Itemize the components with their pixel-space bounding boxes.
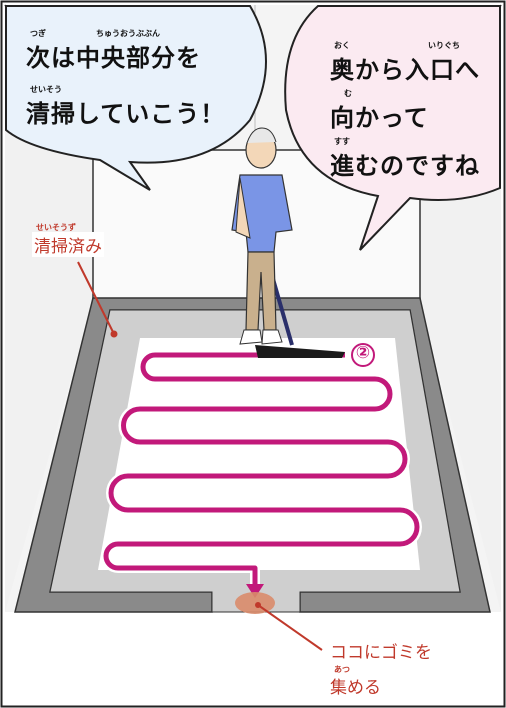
speech-left-line2: 清掃していこう！ xyxy=(26,100,226,128)
ruby-iriguchi: いりぐち xyxy=(428,41,460,50)
label-gather-line2: 集める xyxy=(330,678,381,698)
leader-gather xyxy=(257,604,323,651)
ruby-chuoububun: ちゅうおうぶぶん xyxy=(96,29,160,38)
speech-bubble-left xyxy=(5,5,267,191)
speech-right-line1: 奥から入口へ xyxy=(330,56,480,84)
speech-bubble-right xyxy=(284,5,501,251)
speech-right-line2: 向かって xyxy=(330,104,429,132)
label-cleaned: 清掃済み xyxy=(32,232,104,257)
dust-spot-icon xyxy=(235,592,275,614)
arrow-down-icon xyxy=(246,584,264,598)
ruby-seisou: せいそう xyxy=(30,85,62,94)
ruby-tsugi: つぎ xyxy=(30,29,46,38)
janitor-figure-icon xyxy=(231,127,345,358)
speech-right-line3: 進むのですね xyxy=(330,152,480,180)
step-marker-bg xyxy=(351,343,375,367)
ruby-seisouzu: せいそうず xyxy=(36,223,76,232)
step-marker: ② xyxy=(355,343,371,363)
ruby-mu: む xyxy=(344,89,352,98)
ruby-oku: おく xyxy=(334,41,350,50)
speech-left-line1: 次は中央部分を xyxy=(26,44,201,72)
ruby-atsu: あつ xyxy=(334,665,350,674)
label-gather-line1: ココにゴミを xyxy=(330,643,432,663)
ruby-susu: すす xyxy=(334,137,350,146)
leader-cleaned xyxy=(77,261,115,335)
